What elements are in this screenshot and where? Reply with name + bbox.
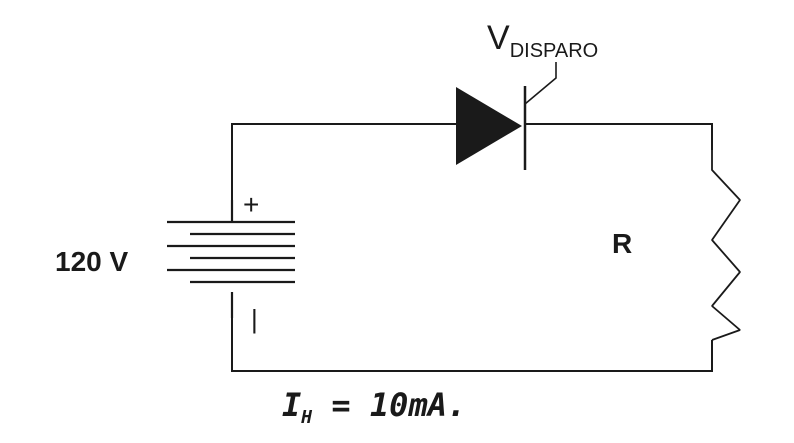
trigger-label-main: V [487, 19, 510, 57]
scr-gate-lead [524, 62, 557, 105]
source-voltage-label: 120 V [55, 246, 128, 277]
scr-symbol [456, 62, 557, 170]
circuit-wires [231, 123, 713, 372]
resistor-label: R [612, 228, 632, 259]
holding-current-equation: = 10mA. [312, 386, 466, 424]
resistor-symbol [711, 150, 741, 341]
scr-triangle [456, 87, 522, 165]
trigger-label-sub: DISPARO [510, 40, 599, 62]
battery-minus-sign: | [251, 304, 258, 334]
battery-plus-sign: + [243, 189, 259, 220]
holding-current-symbol: I [282, 386, 301, 424]
battery-symbol [167, 200, 295, 318]
wire-top-right [525, 123, 713, 150]
holding-current-label: IH = 10mA. [282, 386, 466, 428]
wire-top-left [231, 123, 460, 200]
wire-bottom [231, 318, 713, 372]
holding-current-subscript: H [300, 407, 312, 428]
trigger-voltage-label: VDISPARO [487, 19, 598, 62]
